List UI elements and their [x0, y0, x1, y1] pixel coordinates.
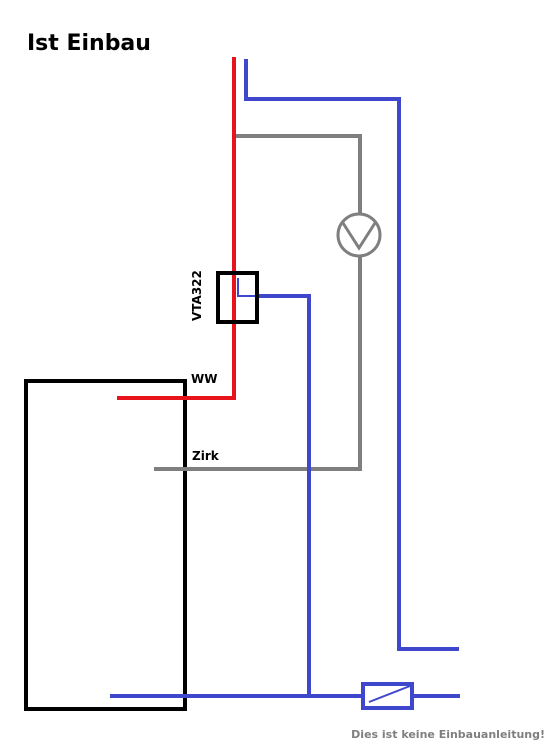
diagram-title: Ist Einbau: [27, 31, 151, 56]
circulation-pump-icon: [336, 212, 382, 258]
mixing-valve: [216, 271, 259, 324]
cold-water-mixer-line: [258, 294, 311, 696]
check-valve-icon: [361, 682, 414, 710]
hot-water-label: WW: [191, 372, 217, 386]
storage-tank: [24, 379, 187, 711]
circulation-label: Zirk: [192, 449, 220, 463]
hot-water-line: [117, 57, 236, 400]
cold-water-supply-line: [244, 59, 459, 651]
circulation-upper-line: [234, 134, 362, 214]
mixing-valve-label: VTA322: [190, 270, 204, 321]
circulation-return-line: [154, 256, 362, 471]
disclaimer-text: Dies ist keine Einbauanleitung!: [351, 728, 545, 741]
mixer-cold-port: [237, 278, 258, 297]
